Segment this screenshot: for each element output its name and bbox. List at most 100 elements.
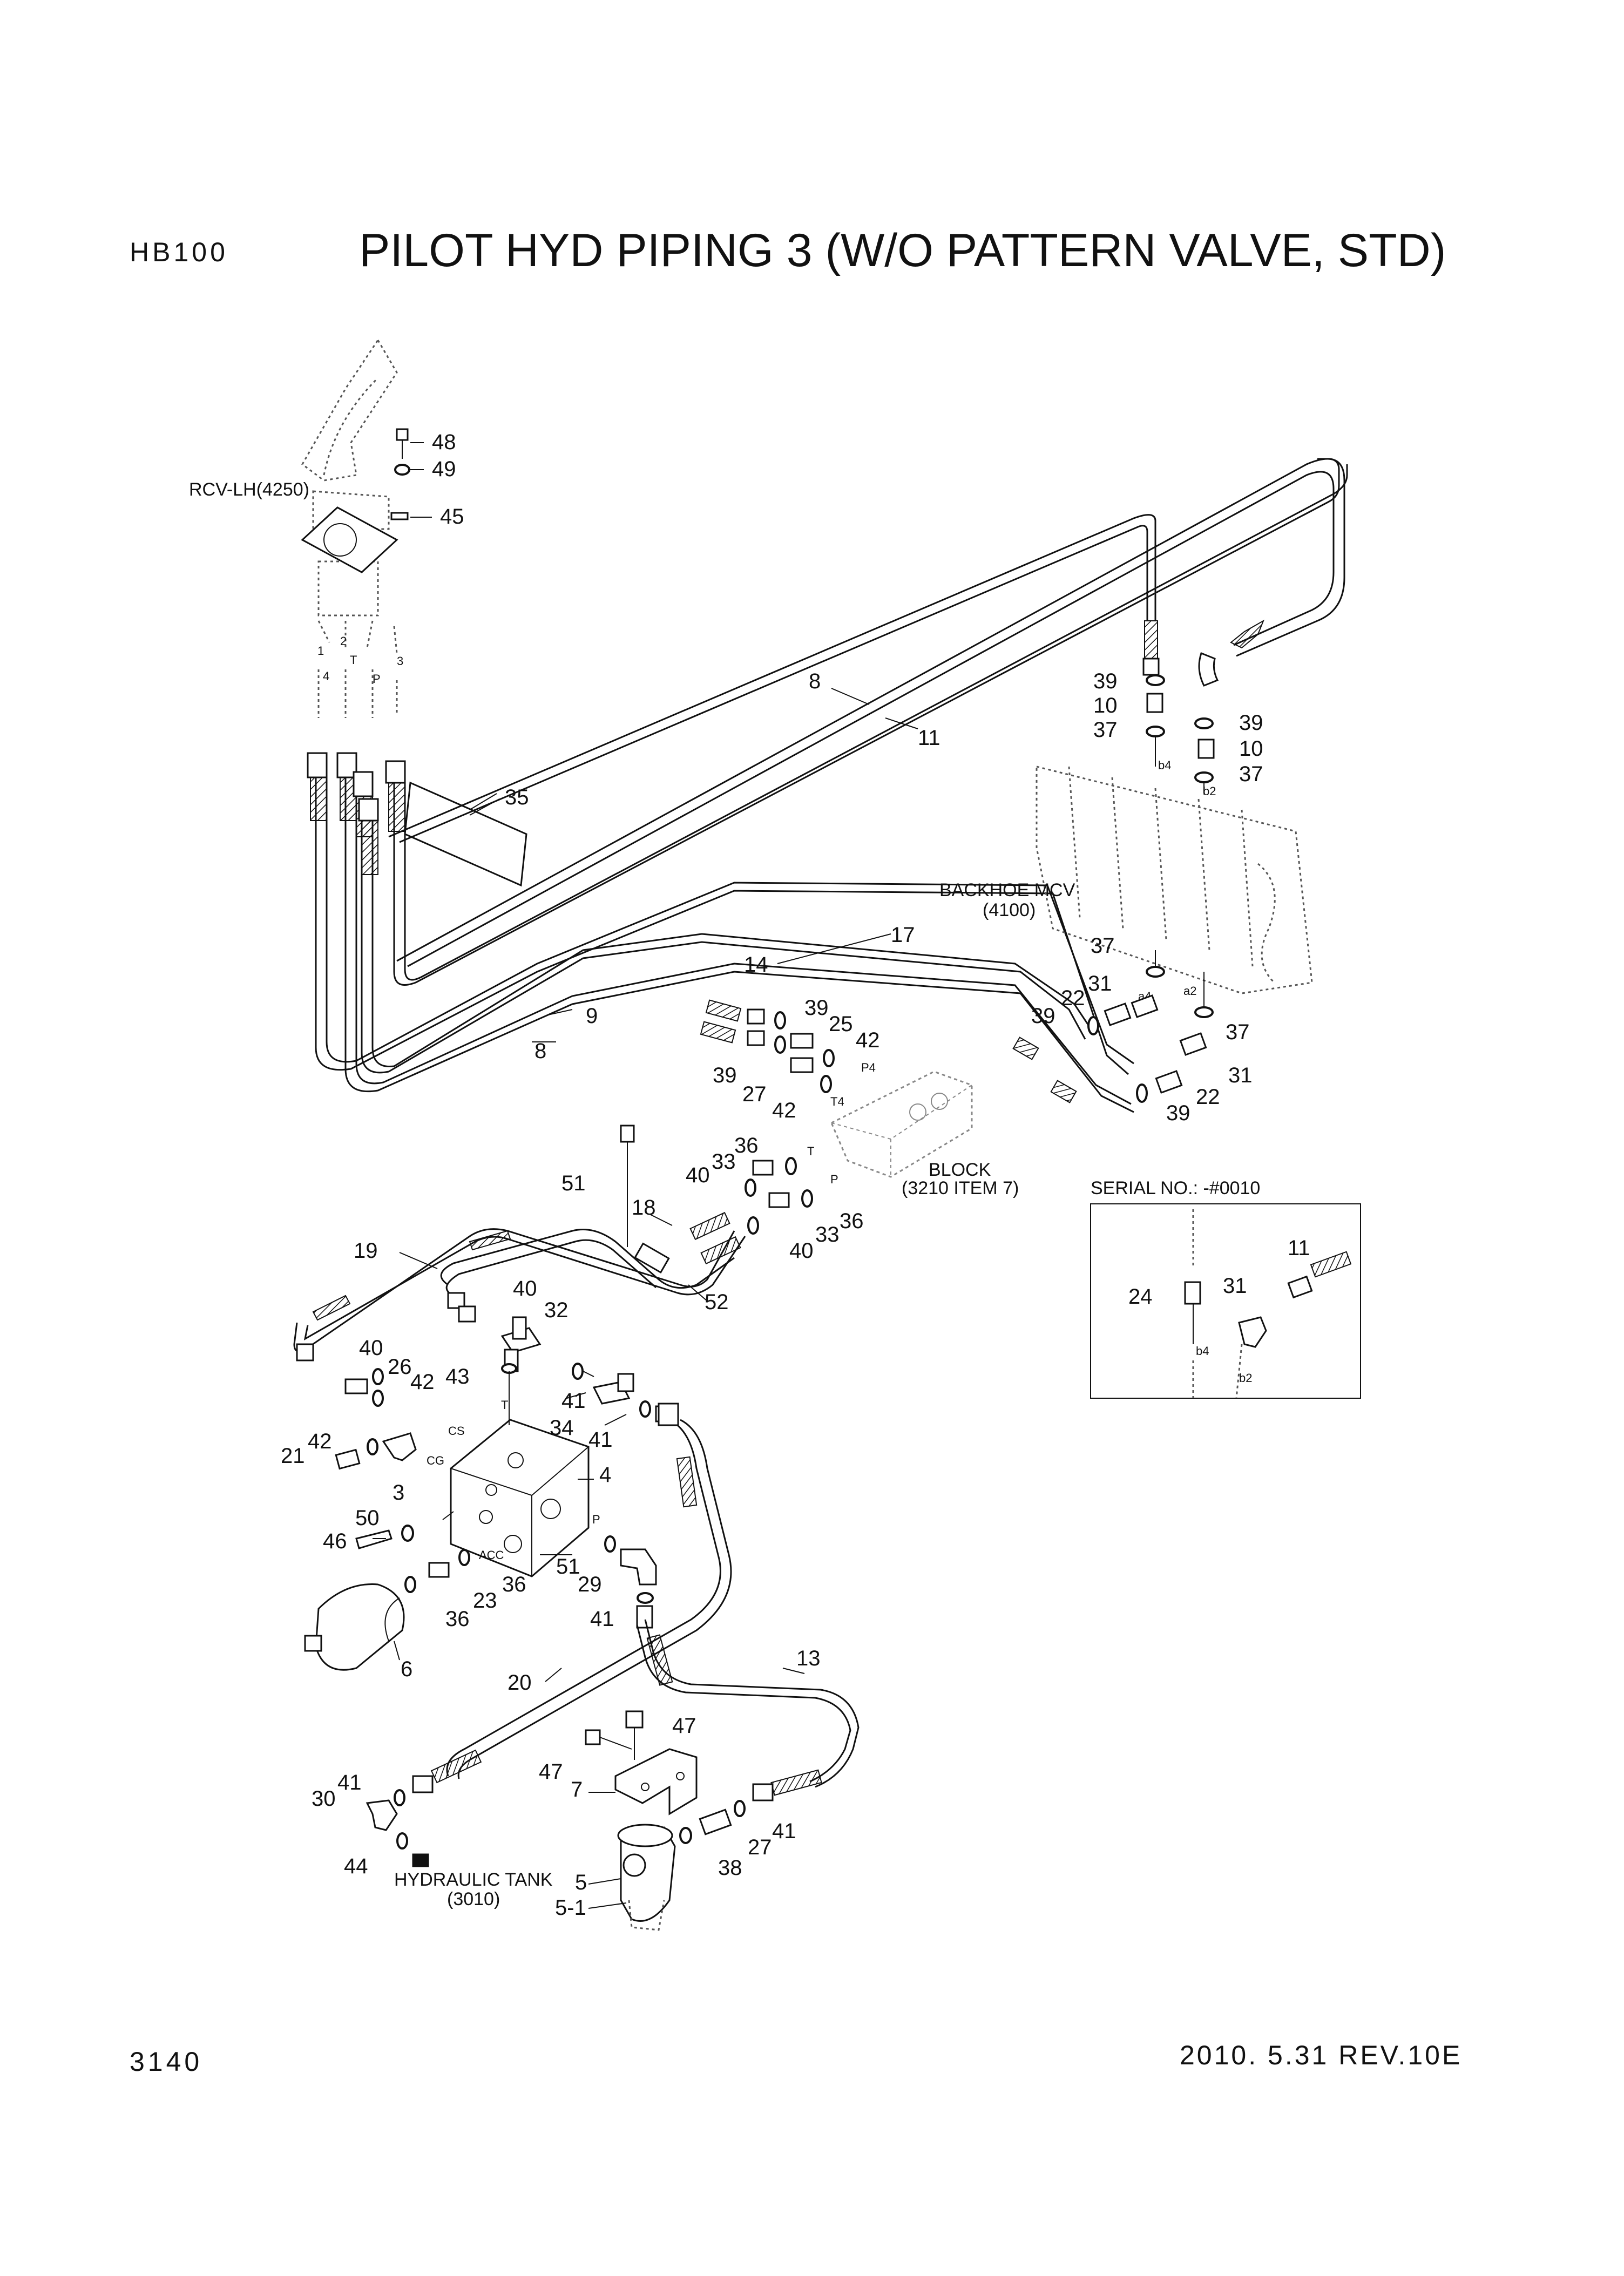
block-side-fittings <box>700 999 835 1235</box>
tank-fittings <box>366 1789 746 1867</box>
callout-40-b: 40 <box>789 1239 814 1263</box>
callout-22-a: 22 <box>1061 986 1085 1010</box>
rcv-port-1: 1 <box>317 644 324 658</box>
rcv-hose-bundle <box>315 458 1348 1113</box>
callout-36-a: 36 <box>734 1134 759 1157</box>
callout-27-a: 27 <box>742 1082 767 1106</box>
rcv-port-4: 4 <box>323 669 329 683</box>
manifold-port-labels: CS CG T P ACC <box>427 1398 600 1562</box>
callout-11: 11 <box>918 726 940 750</box>
rcv-port-3: 3 <box>397 654 403 668</box>
callout-35: 35 <box>505 785 529 809</box>
tank-label-2: (3010) <box>447 1889 500 1909</box>
callout-20: 20 <box>508 1671 532 1695</box>
inset-port-b2: b2 <box>1239 1371 1252 1385</box>
block-port-p4: P4 <box>861 1061 876 1074</box>
callout-39-d: 39 <box>1166 1101 1190 1125</box>
callout-5: 5 <box>575 1871 587 1894</box>
rcv-port-p: P <box>373 672 381 686</box>
callout-40-c: 40 <box>513 1277 537 1300</box>
rcv-port-labels: 1 2 4 T P 3 <box>317 634 403 686</box>
callout-36-d: 36 <box>445 1607 470 1631</box>
mcv-label-2: (4100) <box>983 900 1036 920</box>
callout-32: 32 <box>544 1298 569 1322</box>
callout-37-c: 37 <box>1091 934 1115 958</box>
callout-8-top: 8 <box>809 669 821 693</box>
callout-10-b: 10 <box>1239 737 1263 761</box>
callout-9: 9 <box>586 1004 598 1028</box>
callout-37-a: 37 <box>1093 718 1118 742</box>
callout-48: 48 <box>432 430 456 454</box>
block-port-labels: P4 T4 T P <box>807 1061 876 1186</box>
page-title: PILOT HYD PIPING 3 (W/O PATTERN VALVE, S… <box>359 225 1446 276</box>
callout-42-d: 42 <box>308 1430 332 1453</box>
callout-50: 50 <box>355 1506 380 1530</box>
callout-42-c: 42 <box>410 1370 435 1394</box>
callout-41-b: 41 <box>588 1428 613 1452</box>
clamp-bolt-51 <box>620 1125 635 1247</box>
backhoe-mcv <box>1036 766 1313 994</box>
callout-41-c: 41 <box>590 1607 614 1631</box>
manifold-port-cs: CS <box>448 1424 465 1438</box>
manifold-port-p: P <box>592 1513 600 1526</box>
rcv-port-2: 2 <box>340 634 347 648</box>
callout-39-b: 39 <box>1239 711 1263 735</box>
callout-52: 52 <box>705 1290 729 1314</box>
mcv-port-b2: b2 <box>1203 784 1216 798</box>
callout-46: 46 <box>323 1529 347 1553</box>
callout-25: 25 <box>829 1012 853 1036</box>
callout-33-a: 33 <box>712 1150 736 1174</box>
callout-41-a: 41 <box>561 1389 586 1413</box>
callout-36-b: 36 <box>840 1209 864 1233</box>
rcv-lh-valve <box>301 338 398 718</box>
callout-10-a: 10 <box>1093 694 1118 717</box>
rcv-label: RCV-LH(4250) <box>189 479 309 500</box>
mcv-port-b4: b4 <box>1158 758 1171 772</box>
callout-45: 45 <box>440 505 464 529</box>
manifold-block-4 <box>450 1371 590 1577</box>
callout-5-1: 5-1 <box>555 1896 586 1920</box>
mcv-port-labels: b4 b2 a4 a2 <box>1138 758 1216 1003</box>
callout-39-e: 39 <box>804 996 829 1020</box>
callout-36-c: 36 <box>502 1573 526 1596</box>
callout-23: 23 <box>473 1589 497 1613</box>
callout-4: 4 <box>599 1463 611 1487</box>
hoses-19-52 <box>293 1211 746 1361</box>
callout-33-b: 33 <box>815 1223 840 1247</box>
inset-title: SERIAL NO.: -#0010 <box>1091 1178 1260 1198</box>
label-sheet-35 <box>404 781 527 887</box>
manifold-port-acc: ACC <box>479 1548 504 1562</box>
callout-40-d: 40 <box>359 1336 383 1360</box>
manifold-port-t: T <box>501 1398 508 1412</box>
callout-26: 26 <box>388 1355 412 1379</box>
callout-39-f: 39 <box>713 1064 737 1087</box>
callout-18: 18 <box>632 1196 656 1220</box>
block-port-t: T <box>807 1144 814 1158</box>
callout-30: 30 <box>312 1787 336 1811</box>
bracket-7 <box>585 1710 698 1816</box>
callout-31-a: 31 <box>1088 972 1112 995</box>
filter-5 <box>617 1824 676 1931</box>
serial-inset <box>1090 1203 1361 1399</box>
callout-43: 43 <box>445 1365 470 1388</box>
hose-8 <box>396 458 1345 962</box>
callout-47-b: 47 <box>539 1760 563 1784</box>
callout-19: 19 <box>354 1239 378 1263</box>
callout-22-b: 22 <box>1196 1085 1220 1109</box>
callout-47-a: 47 <box>672 1714 696 1738</box>
callout-51-a: 51 <box>561 1171 586 1195</box>
inset-port-b4: b4 <box>1196 1344 1209 1358</box>
callout-42-a: 42 <box>856 1028 880 1052</box>
bolt-48 <box>396 428 409 459</box>
callout-51-b: 51 <box>556 1555 580 1579</box>
callout-3: 3 <box>393 1481 404 1505</box>
callout-37-d: 37 <box>1226 1020 1250 1044</box>
block-3210 <box>830 1071 973 1178</box>
callout-44: 44 <box>344 1854 368 1878</box>
rcv-port-t: T <box>350 653 357 667</box>
hose-8b <box>407 471 1335 967</box>
callout-8-bottom: 8 <box>534 1039 546 1063</box>
manifold-fittings <box>335 1432 657 1629</box>
inset-callout-24: 24 <box>1128 1285 1153 1309</box>
callout-38: 38 <box>718 1856 742 1880</box>
